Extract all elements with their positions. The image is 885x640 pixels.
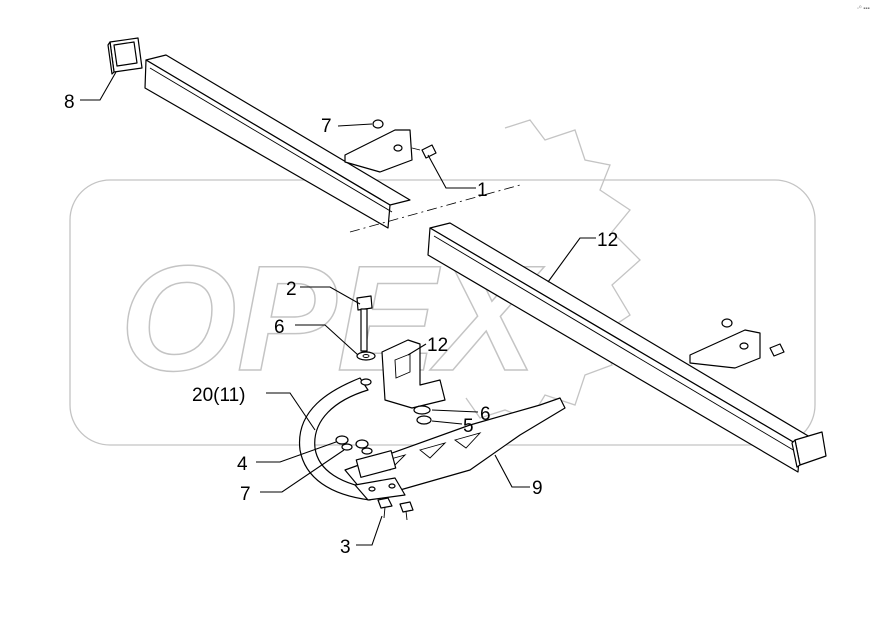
nut-5 [416,415,432,425]
callout-6: 6 [480,404,491,425]
sweep-label-plate [355,450,397,478]
callout-3: 3 [340,537,351,558]
right-bracket-bolt [769,343,785,357]
right-bracket-nut [721,318,733,328]
callout-labels: 8 7 1 12 2 6 12 20(11) 6 5 4 9 7 3 [64,92,618,558]
nuts-4-7 [335,435,373,455]
end-plug-cap-bottom [791,431,827,468]
callout-4: 4 [237,454,248,475]
callout-2: 2 [286,279,297,300]
callout-12: 12 [597,230,618,251]
callout-8: 8 [64,92,75,113]
leader-lines [80,71,596,546]
callout-7: 7 [240,484,251,505]
corner-mark: ◦⁰ ▪▪▪ [857,5,870,12]
bolt-1-head [421,144,437,159]
break-centerline [349,184,521,233]
callout-20-11: 20(11) [192,385,246,406]
callout-9: 9 [532,478,543,499]
beam-lower-front-face [427,227,801,473]
bolts-3 [377,497,414,521]
upper-mounting-bracket [344,119,437,173]
callout-12: 12 [427,335,448,356]
right-mounting-bracket [689,318,785,369]
nut-4 [335,435,349,445]
beam-upper-front-face [144,59,391,229]
bolt-2 [356,295,376,361]
washer-6-lower [413,405,431,415]
nut-7-lower [341,443,353,451]
end-plug-cap-top [107,37,143,75]
callout-7: 7 [321,116,332,137]
square-tube-beam [144,54,816,473]
sweep-blade-9 [344,397,566,501]
callout-5: 5 [463,416,474,437]
beam-upper-top-face [145,54,411,206]
nut-7-upper [372,119,384,129]
clamp-bracket-12 [381,339,446,425]
callout-6: 6 [274,317,285,338]
callout-1: 1 [477,180,488,201]
washer-6-upper [356,351,376,361]
